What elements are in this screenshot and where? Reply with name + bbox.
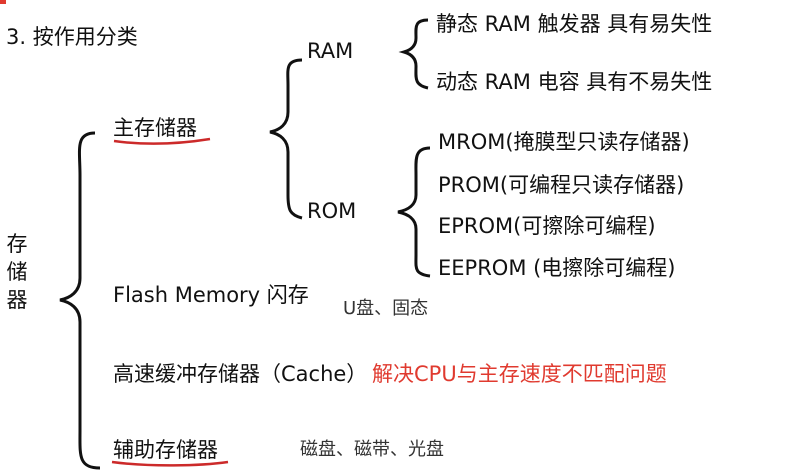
main-storage-label: 主存储器	[113, 116, 197, 140]
auxiliary-label: 辅助存储器	[113, 438, 218, 462]
cache-label: 高速缓冲存储器（Cache）	[113, 362, 368, 386]
root-label: 存 储 器	[6, 230, 28, 314]
section-heading: 3. 按作用分类	[6, 25, 138, 49]
root-char-1: 存	[6, 232, 28, 256]
rom-item-eprom: EPROM(可擦除可编程)	[438, 214, 656, 238]
flash-note: U盘、固态	[343, 298, 429, 319]
cache-note: 解决CPU与主存速度不匹配问题	[372, 362, 667, 386]
rom-label: ROM	[307, 199, 357, 223]
auxiliary-note: 磁盘、磁带、光盘	[300, 439, 444, 460]
rom-item-mrom: MROM(掩膜型只读存储器)	[438, 130, 690, 154]
ram-brace	[398, 18, 429, 90]
main-storage-brace	[269, 58, 303, 220]
ram-item-static: 静态 RAM 触发器 具有易失性	[436, 12, 713, 36]
rom-brace	[397, 146, 431, 278]
ram-item-dynamic: 动态 RAM 电容 具有不易失性	[436, 70, 713, 94]
corner-mark	[0, 0, 6, 4]
root-char-3: 器	[6, 288, 28, 312]
rom-item-prom: PROM(可编程只读存储器)	[438, 173, 685, 197]
auxiliary-underline	[111, 460, 229, 467]
rom-item-eeprom: EEPROM (电擦除可编程)	[438, 256, 676, 280]
flash-label: Flash Memory 闪存	[113, 283, 309, 307]
ram-label: RAM	[307, 39, 354, 63]
main-storage-underline	[113, 137, 211, 145]
root-brace	[59, 131, 101, 470]
root-char-2: 储	[6, 260, 28, 284]
